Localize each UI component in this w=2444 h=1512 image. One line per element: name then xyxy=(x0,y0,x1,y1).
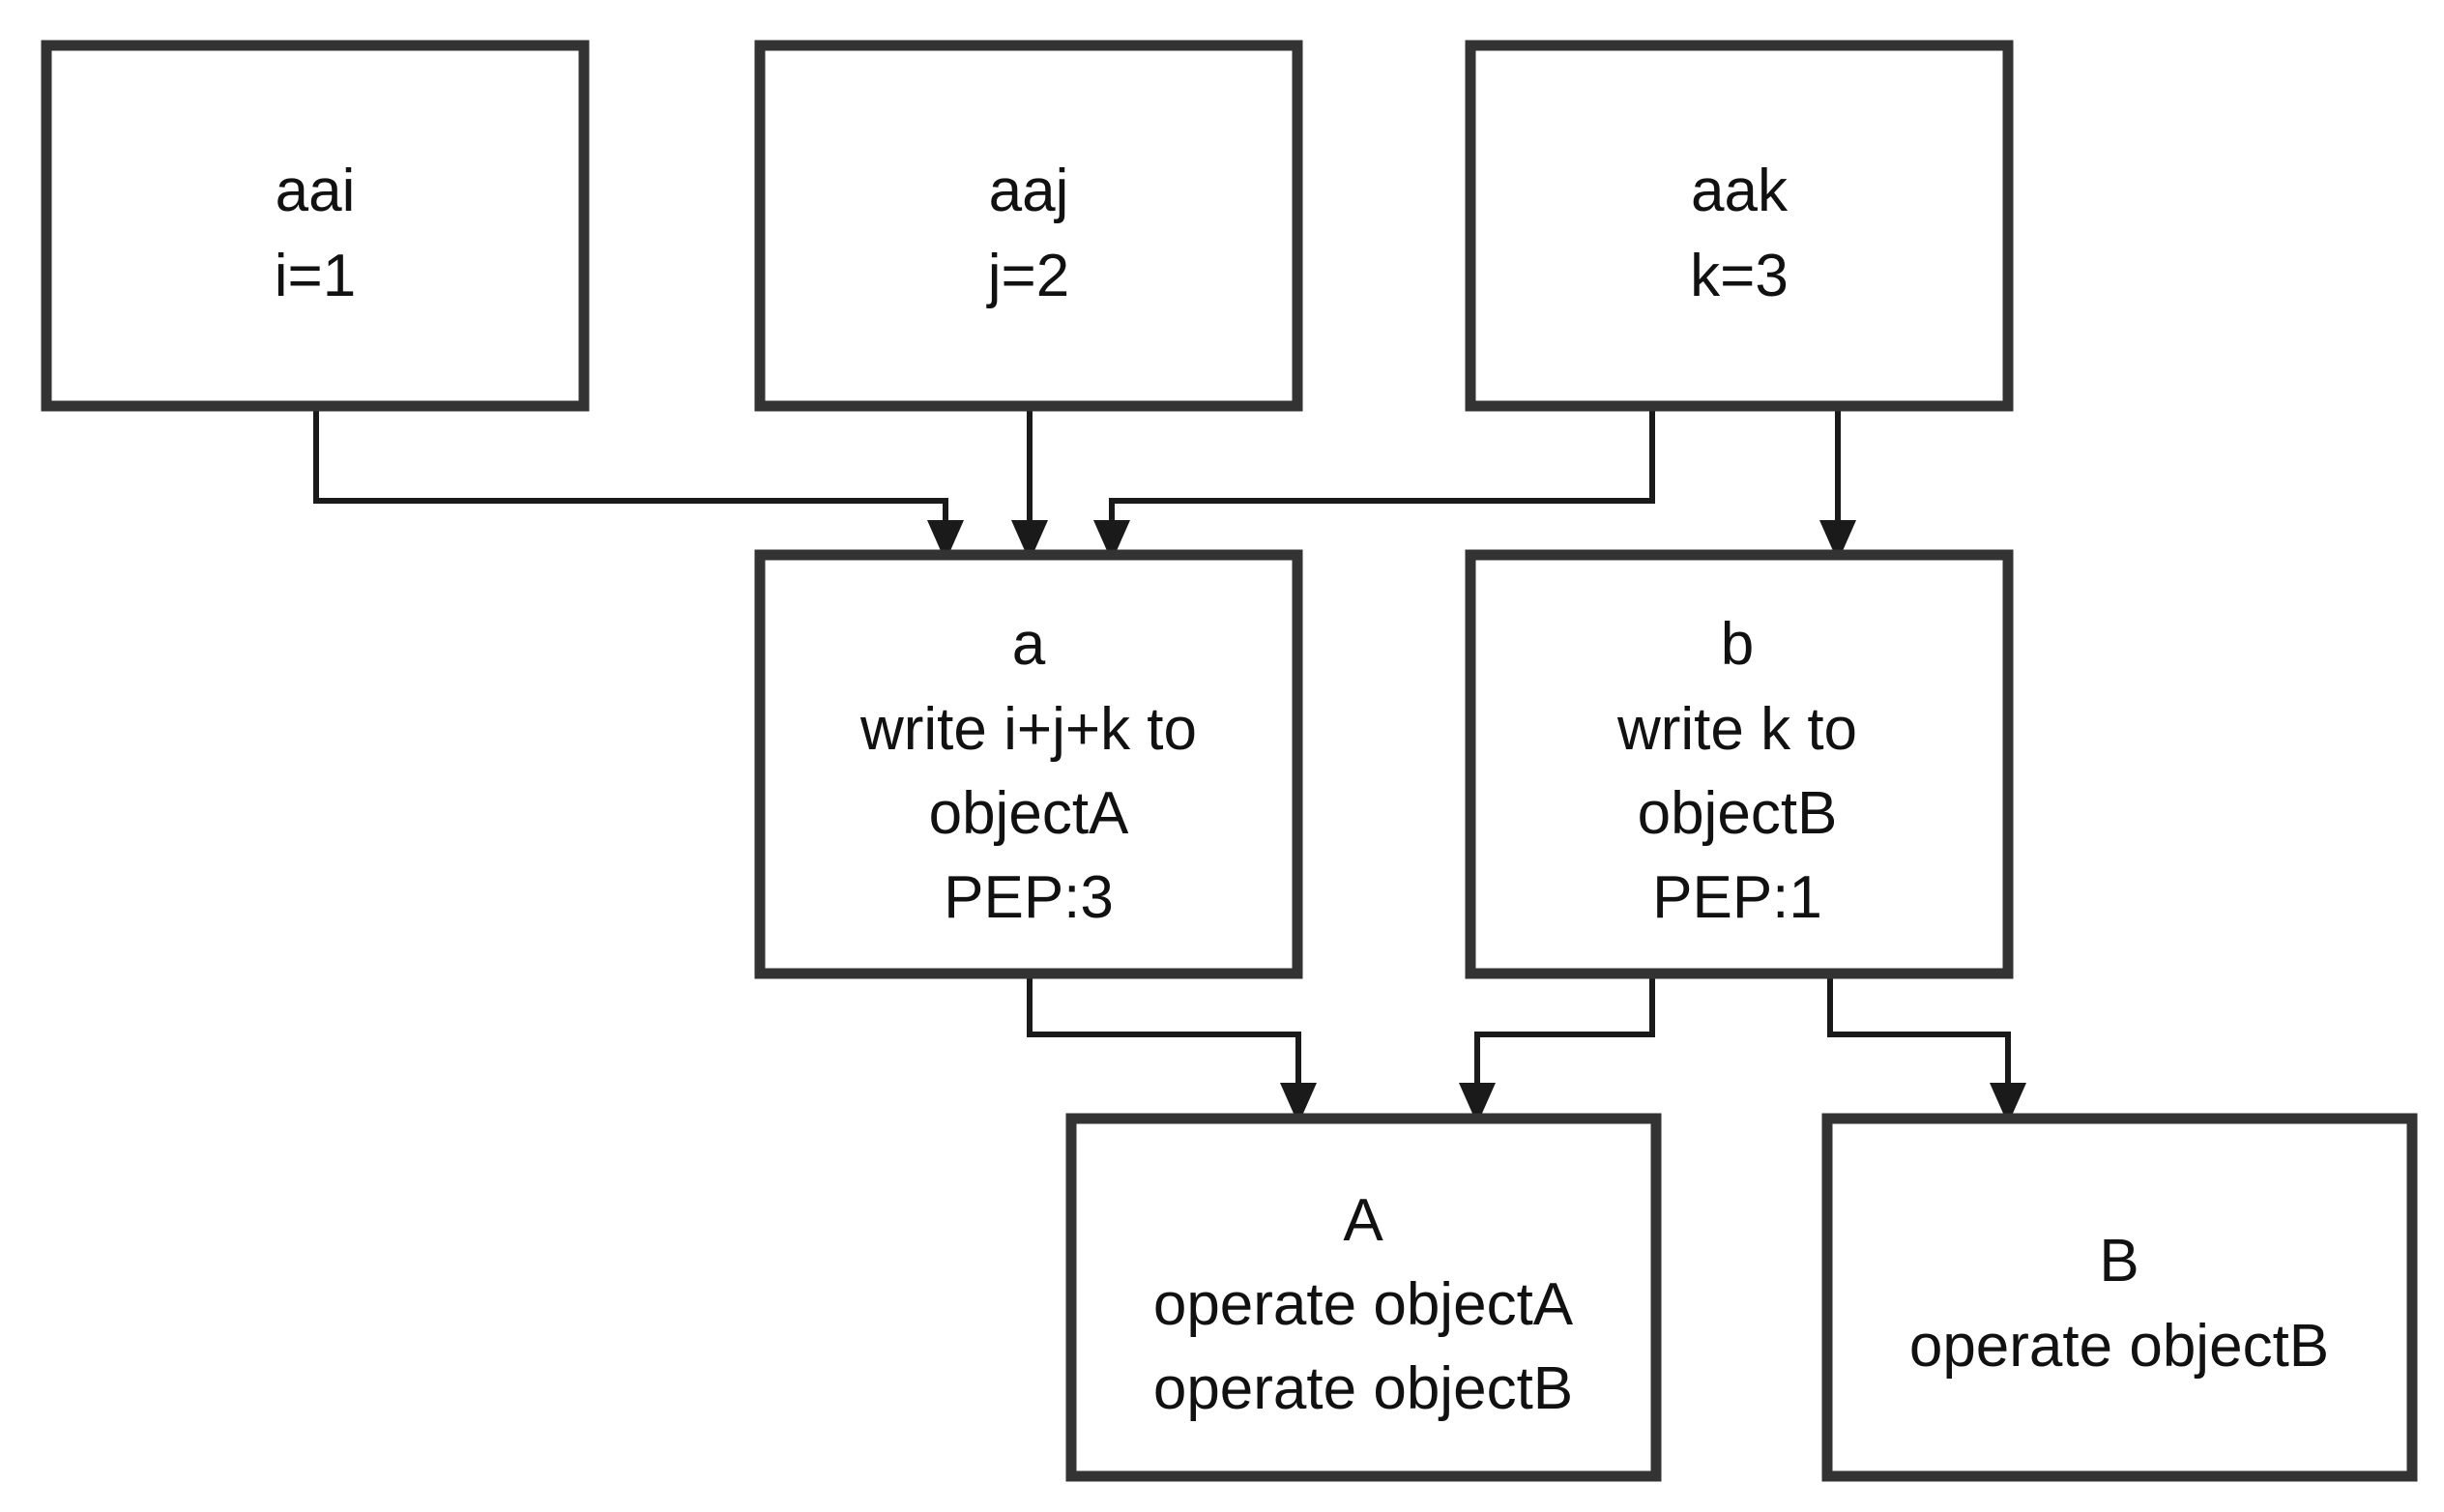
arrowhead-aaj-to-a xyxy=(1011,520,1048,562)
node-a-box xyxy=(754,549,1303,979)
node-B-line-1: operate objectB xyxy=(1909,1313,2329,1380)
node-a-line-1: write i+j+k to xyxy=(859,696,1197,763)
node-aaj-title: aaj xyxy=(989,158,1069,224)
node-A: A operate objectA operate objectB xyxy=(1065,1113,1662,1482)
node-b: b write k to objectB PEP:1 xyxy=(1465,549,2014,979)
arrowhead-b-to-A xyxy=(1459,1083,1496,1124)
node-a: a write i+j+k to objectA PEP:3 xyxy=(754,549,1303,979)
node-aaj-box xyxy=(754,40,1303,412)
edge-a-to-A xyxy=(1027,976,1301,1092)
node-aai-line-1: i=1 xyxy=(275,243,356,309)
arrowhead-a-to-A xyxy=(1280,1083,1317,1124)
node-A-title: A xyxy=(1343,1187,1383,1254)
node-A-line-2: operate objectB xyxy=(1153,1355,1573,1422)
arrowhead-aak-to-a xyxy=(1093,520,1130,562)
edge-b-to-B xyxy=(1827,976,2011,1092)
node-b-line-3: PEP:1 xyxy=(1652,864,1822,931)
node-a-line-3: PEP:3 xyxy=(944,864,1114,931)
node-A-box xyxy=(1065,1113,1662,1482)
node-b-line-2: objectB xyxy=(1638,780,1838,847)
node-a-line-2: objectA xyxy=(929,780,1129,847)
node-aak-title: aak xyxy=(1691,158,1789,224)
connectors xyxy=(313,409,2026,1124)
arrowhead-aai-to-a xyxy=(927,520,964,562)
node-a-title: a xyxy=(1012,611,1046,678)
node-B: B operate objectB xyxy=(1821,1113,2418,1482)
edge-aak-to-a xyxy=(1109,409,1655,530)
node-aaj: aaj j=2 xyxy=(754,40,1303,412)
node-B-title: B xyxy=(2099,1228,2138,1294)
node-aai: aai i=1 xyxy=(41,40,590,412)
node-B-box xyxy=(1821,1113,2418,1482)
node-b-title: b xyxy=(1721,611,1754,678)
edge-b-to-A xyxy=(1474,976,1655,1092)
node-aak-box xyxy=(1465,40,2014,412)
node-b-box xyxy=(1465,549,2014,979)
node-aai-title: aai xyxy=(276,158,356,224)
edge-aai-to-a xyxy=(313,409,948,530)
node-aaj-line-1: j=2 xyxy=(986,243,1069,309)
arrowhead-b-to-B xyxy=(1990,1083,2026,1124)
node-aak-line-1: k=3 xyxy=(1690,243,1789,309)
arrowhead-aak-to-b xyxy=(1819,520,1856,562)
node-aak: aak k=3 xyxy=(1465,40,2014,412)
node-aai-box xyxy=(41,40,590,412)
node-b-line-1: write k to xyxy=(1616,696,1857,763)
node-A-line-1: operate objectA xyxy=(1153,1271,1574,1338)
